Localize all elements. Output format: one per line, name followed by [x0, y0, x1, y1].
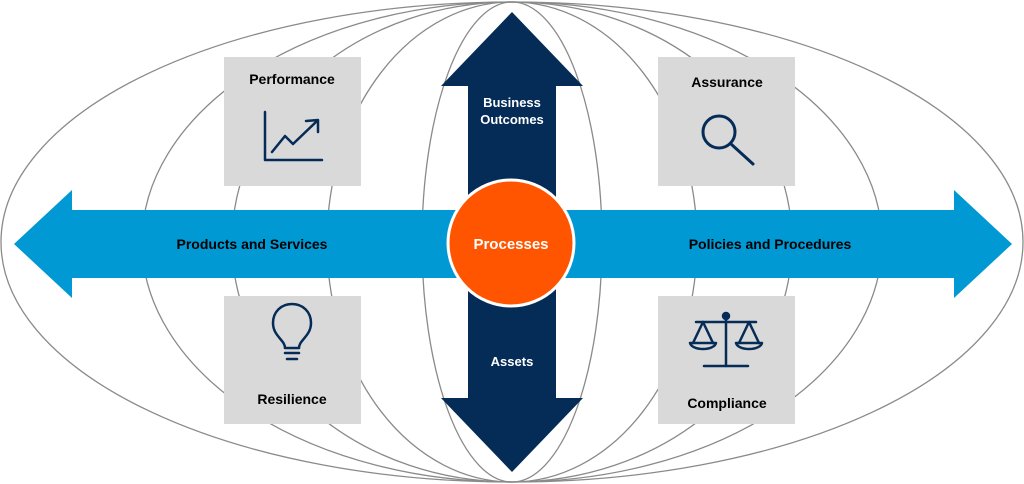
assets-label: Assets: [491, 354, 534, 369]
assurance-box: Assurance: [658, 57, 795, 186]
center-label: Processes: [473, 236, 548, 253]
scales-icon: [688, 311, 764, 368]
chart-trend-up-icon: [263, 110, 324, 162]
magnifier-icon: [701, 114, 755, 166]
business-label: Business: [483, 95, 541, 110]
policies-procedures-label: Policies and Procedures: [689, 236, 852, 252]
assurance-box-bg: [658, 57, 795, 186]
performance-label: Performance: [249, 71, 335, 87]
lightbulb-icon: [271, 302, 313, 361]
products-services-label: Products and Services: [177, 236, 328, 252]
center-circle: [446, 178, 576, 308]
performance-box: Performance: [224, 57, 361, 186]
performance-box-bg: [224, 57, 361, 186]
assurance-label: Assurance: [691, 74, 763, 90]
compliance-label: Compliance: [687, 395, 767, 411]
outcomes-label: Outcomes: [480, 112, 544, 127]
resilience-label: Resilience: [257, 391, 326, 407]
resilience-box: Resilience: [224, 296, 361, 424]
compliance-box: Compliance: [658, 296, 795, 424]
